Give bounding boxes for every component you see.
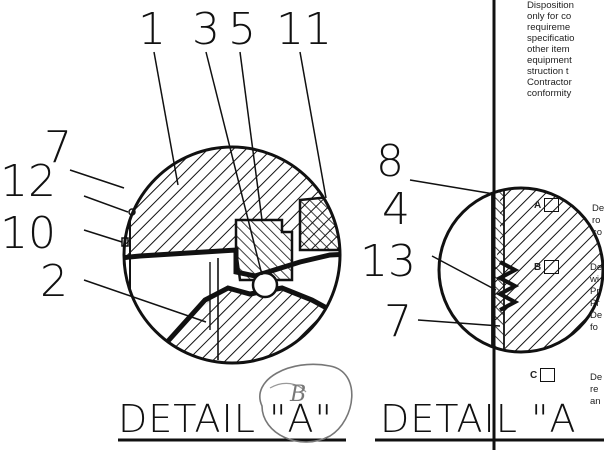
option-a-checkbox[interactable] (544, 198, 560, 212)
option-c-letter: C (530, 369, 538, 381)
callout-7b: 7 (384, 296, 412, 347)
callout-4: 4 (382, 184, 410, 235)
detail-a-section (121, 145, 342, 365)
callout-13: 13 (360, 236, 416, 287)
option-b-line: Pr (590, 298, 600, 309)
leader-lines-a (69, 51, 327, 323)
option-c-text: De re an (590, 372, 602, 408)
note-line: specificatio (527, 33, 575, 44)
option-c-line: re (590, 384, 599, 395)
note-line: Contractor (527, 77, 572, 88)
note-line: conformity (527, 88, 572, 99)
option-a-text: De ro co (592, 203, 604, 239)
note-line: requireme (527, 22, 571, 33)
option-b-line: De (590, 310, 603, 321)
callout-12: 12 (0, 156, 56, 207)
callout-10: 10 (0, 208, 56, 259)
detail-a2-title: DETAIL "A (380, 397, 577, 441)
note-line: struction t (527, 66, 569, 77)
callout-3: 3 (192, 4, 220, 55)
detail-a-title: DETAIL "A" (118, 397, 333, 441)
disposition-note: Disposition only for co requireme specif… (527, 0, 604, 99)
option-b[interactable]: B (534, 260, 562, 274)
callout-11: 11 (276, 4, 332, 55)
option-b-line: wi (590, 274, 599, 285)
note-line: equipment (527, 55, 572, 66)
option-a-letter: A (534, 199, 542, 211)
option-c-checkbox[interactable] (540, 368, 556, 382)
option-c-line: De (590, 372, 603, 383)
option-b-line: Pr (590, 286, 600, 297)
callout-5: 5 (228, 4, 256, 55)
callout-2: 2 (40, 256, 68, 307)
option-b-letter: B (534, 261, 542, 273)
callout-1: 1 (138, 4, 166, 55)
note-line: Disposition (527, 0, 574, 11)
handwritten-circle (259, 363, 353, 443)
leader-lines-b (409, 179, 501, 327)
option-a-line: co (592, 227, 603, 238)
option-b-line: De (590, 262, 603, 273)
note-line: other item (527, 44, 570, 55)
callout-8: 8 (376, 136, 404, 187)
note-line: only for co (527, 11, 572, 22)
option-a-line: ro (592, 215, 601, 226)
option-b-text: De wi Pr Pr De fo (590, 262, 602, 334)
option-c[interactable]: C (530, 368, 558, 382)
option-c-line: an (590, 396, 601, 407)
option-a[interactable]: A (534, 198, 562, 212)
detail-a-section-2 (437, 186, 604, 354)
option-b-checkbox[interactable] (544, 260, 560, 274)
callout-7: 7 (44, 122, 72, 173)
handwritten-b: B (290, 382, 307, 407)
option-b-line: fo (590, 322, 598, 333)
option-a-line: De (592, 203, 604, 214)
